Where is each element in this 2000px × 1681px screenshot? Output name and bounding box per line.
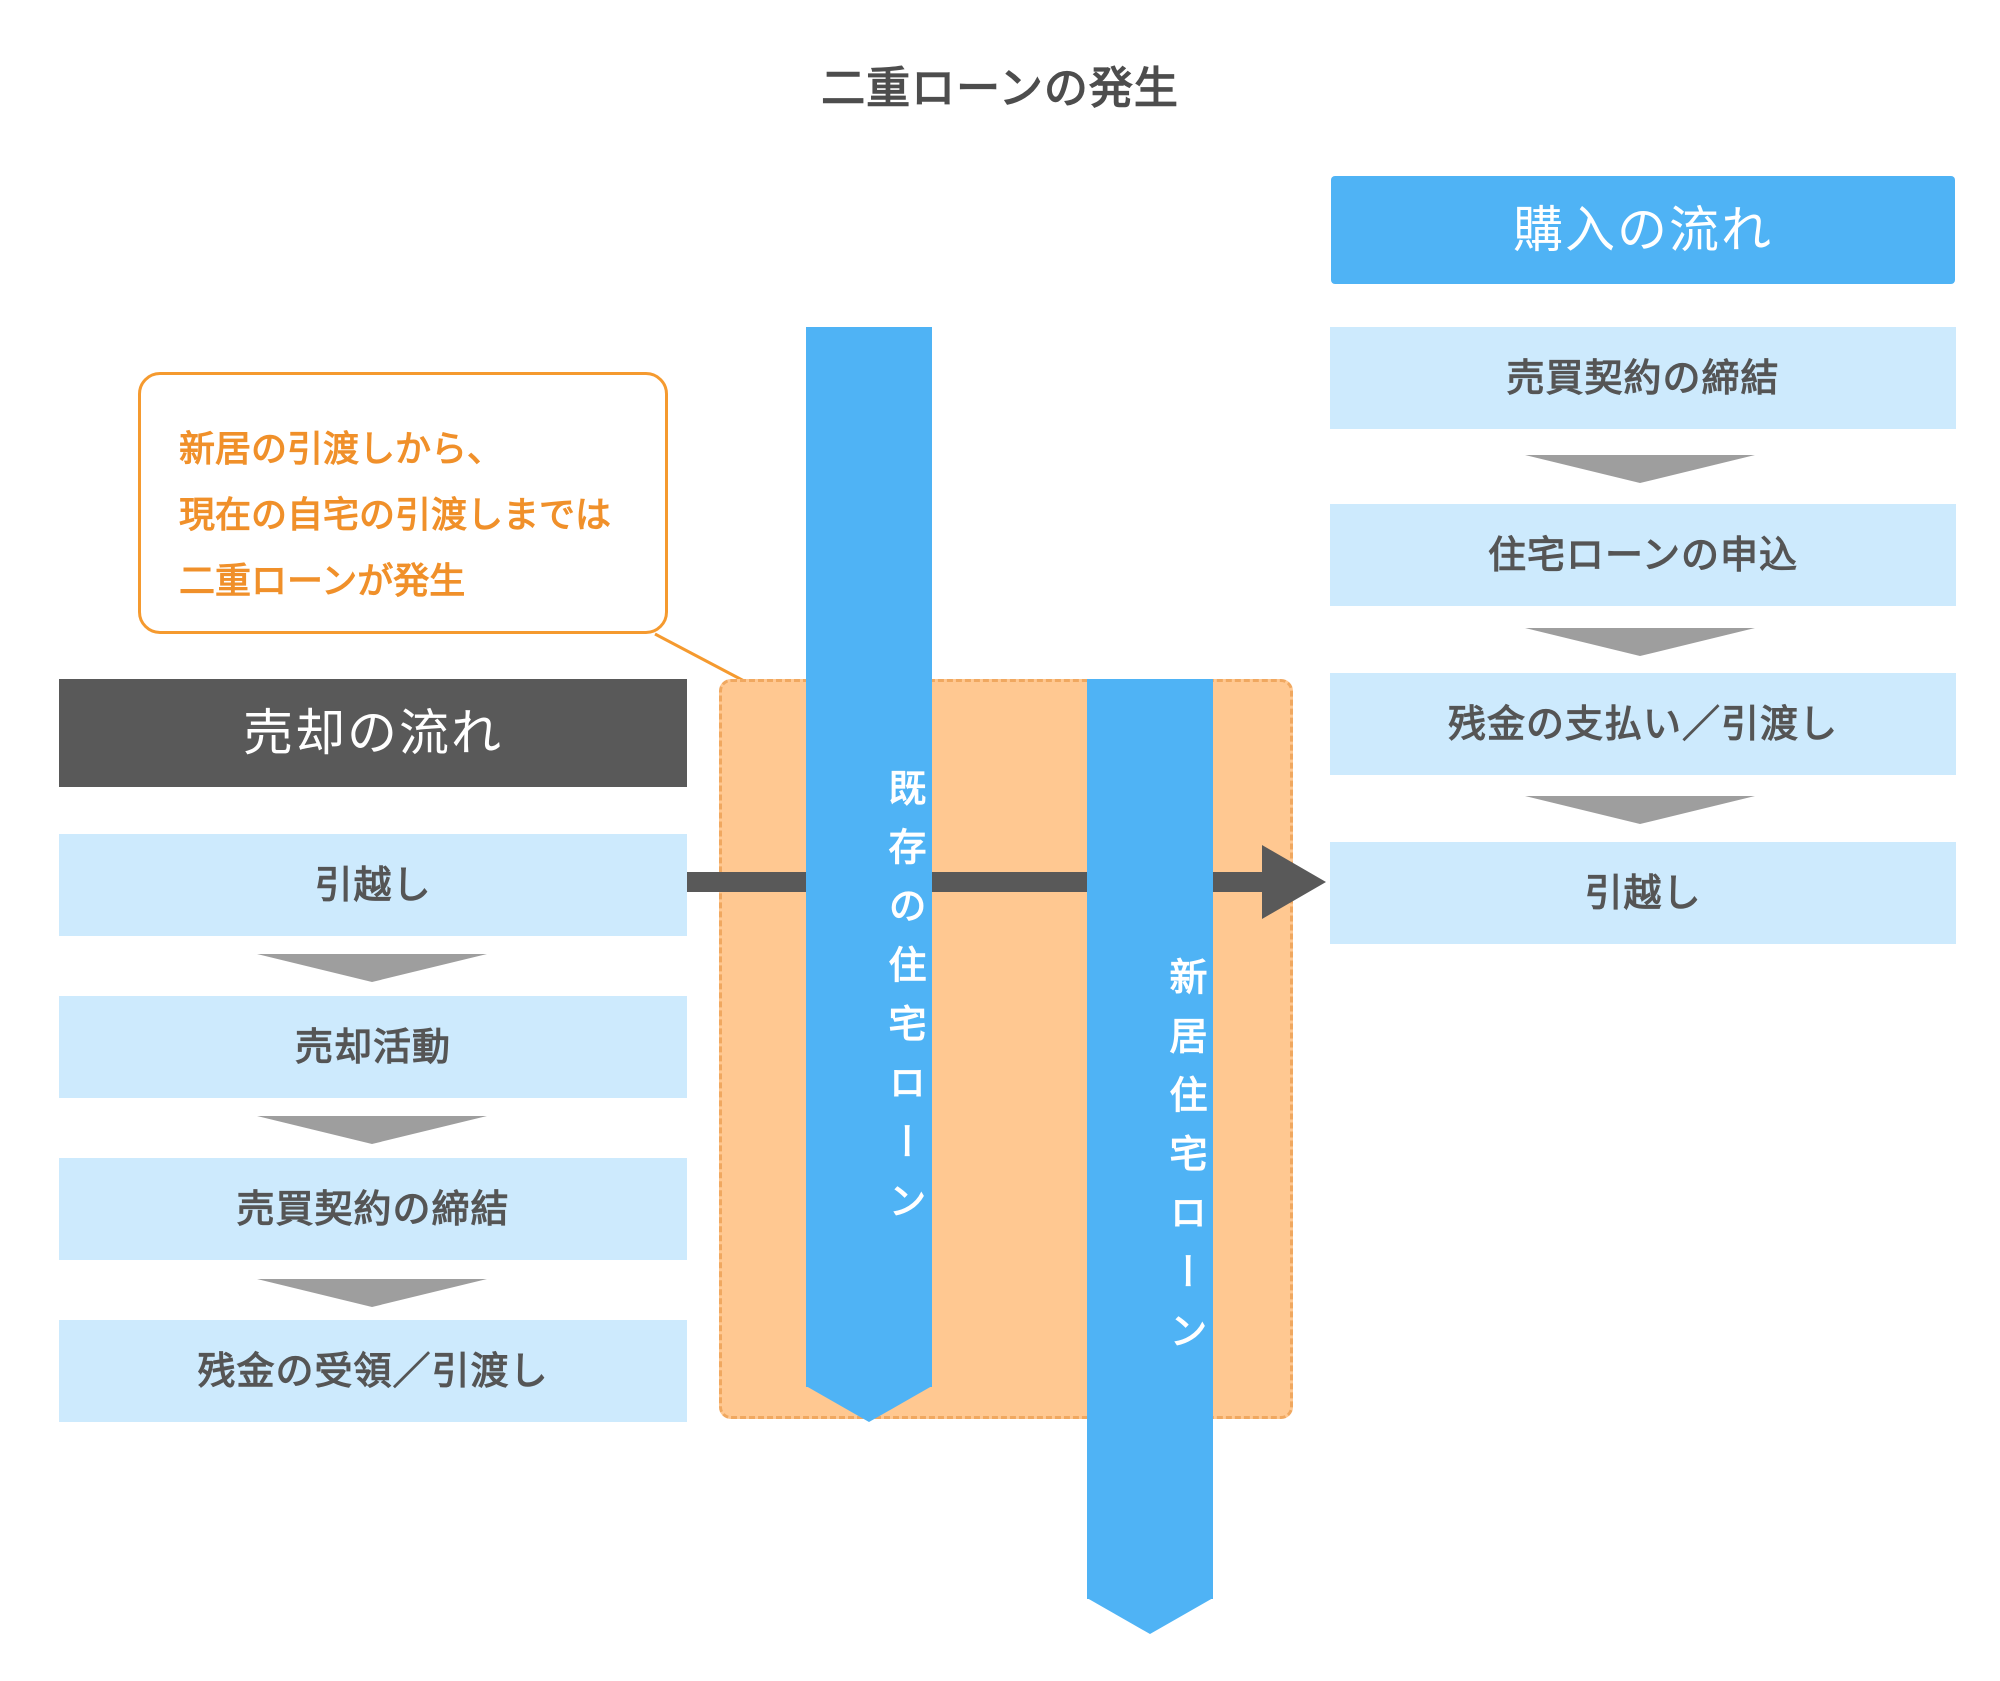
sell-step-arrow-3: [257, 1279, 487, 1307]
existing-loan-label: 既存の住宅ローン: [882, 768, 926, 1240]
double-loan-callout: 新居の引渡しから、 現在の自宅の引渡しまでは 二重ローンが発生: [138, 372, 668, 634]
sell-step-move: 引越し: [59, 834, 687, 936]
diagram-title: 二重ローンの発生: [821, 63, 1179, 114]
new-loan-bar: [1087, 679, 1213, 1599]
sell-step-contract: 売買契約の締結: [59, 1158, 687, 1260]
buy-step-payment: 残金の支払い／引渡し: [1330, 673, 1956, 775]
callout-line-1: 新居の引渡しから、: [179, 429, 504, 470]
existing-loan-bar-tip: [806, 1386, 932, 1422]
sell-step-sales-activity: 売却活動: [59, 996, 687, 1098]
buy-flow-header: 購入の流れ: [1331, 176, 1955, 284]
sell-flow-header: 売却の流れ: [59, 679, 687, 787]
existing-loan-bar: [806, 327, 932, 1387]
sell-step-arrow-1: [257, 954, 487, 982]
buy-step-arrow-2: [1525, 628, 1755, 656]
buy-step-arrow-3: [1525, 796, 1755, 824]
new-loan-label: 新居住宅ローン: [1163, 957, 1207, 1370]
timeline-arrow-head: [1262, 845, 1326, 919]
sell-step-arrow-2: [257, 1116, 487, 1144]
buy-step-move: 引越し: [1330, 842, 1956, 944]
callout-line-2: 現在の自宅の引渡しまでは: [179, 495, 612, 536]
buy-step-contract: 売買契約の締結: [1330, 327, 1956, 429]
new-loan-bar-tip: [1087, 1598, 1213, 1634]
sell-step-settlement: 残金の受領／引渡し: [59, 1320, 687, 1422]
buy-step-arrow-1: [1525, 455, 1755, 483]
callout-line-3: 二重ローンが発生: [179, 561, 466, 602]
buy-step-loan-application: 住宅ローンの申込: [1330, 504, 1956, 606]
